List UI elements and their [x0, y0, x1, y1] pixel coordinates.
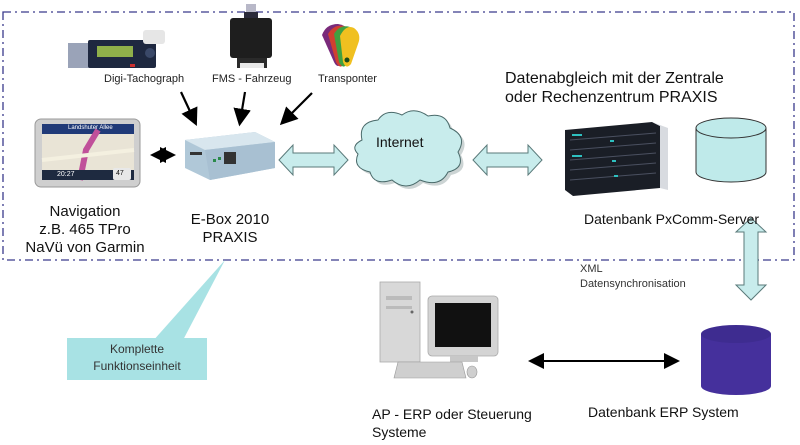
internet-cloud — [354, 110, 465, 189]
internet-label: Internet — [376, 134, 424, 150]
ebox-label-line-1: E-Box 2010 — [190, 211, 270, 228]
transponder-label: Transponter — [318, 73, 377, 85]
arrow-fms-to-ebox — [233, 91, 251, 127]
callout-line-2: Funktionseinheit — [93, 359, 181, 373]
callout-text: Komplette Funktionseinheit — [67, 341, 207, 375]
arrow-transponder-to-ebox — [279, 92, 313, 126]
ebox-label-line-2: PRAXIS — [202, 229, 258, 246]
block-arrow-ebox-internet — [278, 143, 349, 177]
navigation-label-line-2: z.B. 465 TPro — [39, 221, 131, 238]
ebox-label: E-Box 2010 PRAXIS — [180, 211, 280, 247]
callout-line-1: Komplette — [109, 342, 165, 356]
block-arrow-internet-server — [472, 143, 543, 177]
gps-street-name: Landshuter Allee — [68, 125, 113, 131]
gps-speed: 47 — [116, 170, 124, 177]
xml-label-line-2: Datensynchronisation — [580, 278, 686, 290]
navigation-label-line-3: NaVü von Garmin — [25, 239, 145, 256]
fms-label: FMS - Fahrzeug — [212, 73, 292, 85]
sync-title: Datenabgleich mit der Zentrale oder Rech… — [505, 69, 724, 107]
gps-time: 20:27 — [57, 171, 75, 178]
navigation-label: Navigation z.B. 465 TPro NaVü von Garmin — [20, 203, 150, 257]
navigation-label-line-1: Navigation — [49, 203, 121, 220]
pxcomm-server-label: Datenbank PxComm-Server — [584, 211, 760, 227]
tachograph-label: Digi-Tachograph — [104, 73, 185, 85]
arrow-tachograph-to-ebox — [180, 91, 198, 126]
erp-database-label: Datenbank ERP System — [588, 404, 739, 420]
xml-sync-label: XML Datensynchronisation — [580, 262, 686, 292]
sync-title-line-2: oder Rechenzentrum PRAXIS — [505, 89, 718, 106]
erp-client-label-line-2: Systeme — [372, 424, 427, 440]
xml-label-line-1: XML — [580, 263, 603, 275]
block-arrow-server-erp-db — [734, 217, 768, 301]
erp-client-label-line-1: AP - ERP oder Steuerung — [372, 406, 532, 422]
erp-client-label: AP - ERP oder Steuerung Systeme — [372, 405, 532, 441]
sync-title-line-1: Datenabgleich mit der Zentrale — [505, 70, 724, 87]
